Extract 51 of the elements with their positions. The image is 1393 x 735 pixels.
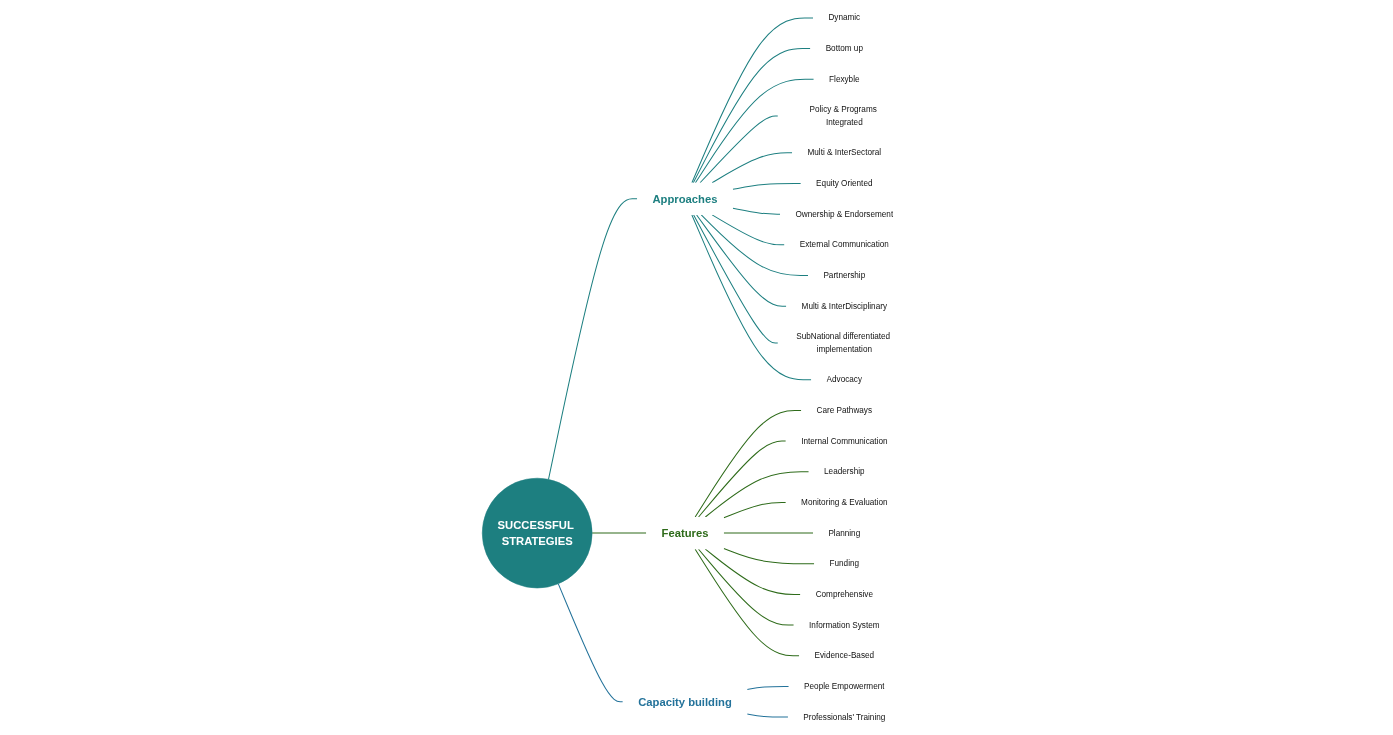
connector (711, 214, 785, 246)
connector (700, 214, 809, 276)
node-text: Care Pathways (816, 405, 873, 415)
node-text: Monitoring & Evaluation (801, 497, 888, 507)
node-text: Approaches (652, 192, 718, 206)
connector (698, 440, 787, 518)
connector (696, 214, 787, 307)
node-text: Funding (829, 559, 860, 568)
node-text: Multi & InterDisciplinary (801, 301, 888, 311)
connector (711, 152, 793, 184)
node-text: Multi & InterSectoral (807, 148, 882, 157)
connector (699, 115, 779, 184)
node-text: Evidence-Based (814, 651, 875, 660)
node-text: Features (661, 526, 709, 540)
connector (691, 17, 814, 184)
node-text: Professionals' Training (803, 712, 886, 722)
node-text: People Empowerment (804, 681, 885, 691)
connector (557, 583, 624, 703)
connector (691, 214, 812, 381)
connector (694, 78, 815, 184)
node-text: Advocacy (826, 375, 863, 384)
connector (704, 548, 801, 595)
connector (723, 501, 787, 519)
connector (698, 548, 795, 626)
node-text: Equity Oriented (816, 178, 873, 188)
connector (548, 198, 638, 480)
node-text: Comprehensive (815, 589, 873, 599)
connector (694, 548, 800, 657)
connector (692, 48, 811, 184)
node-text: Capacity building (638, 695, 732, 709)
node-text: Leadership (824, 467, 865, 476)
node-text: Dynamic (828, 13, 861, 22)
node-text: Policy & Programs Integrated (809, 105, 877, 127)
connector (693, 214, 779, 344)
node-text: Partnership (823, 270, 866, 280)
connector (746, 685, 790, 690)
connector (732, 183, 802, 190)
node-text: Bottom up (825, 43, 863, 53)
node-text: Flexyble (829, 74, 860, 84)
node-circle: SUCCESSFUL STRATEGIES (482, 477, 593, 589)
node-text: Internal Communication (801, 436, 888, 446)
connector (746, 713, 789, 718)
connector (704, 471, 810, 518)
connector (694, 409, 802, 518)
node-text: Ownership & Endorsement (795, 209, 894, 219)
node-text: External Communication (799, 240, 889, 249)
node-text: SubNational differentiated implementation (796, 332, 891, 354)
connector (723, 547, 815, 565)
node-text: Information System (809, 620, 880, 630)
node-text: Planning (828, 528, 861, 538)
connector (732, 207, 781, 215)
